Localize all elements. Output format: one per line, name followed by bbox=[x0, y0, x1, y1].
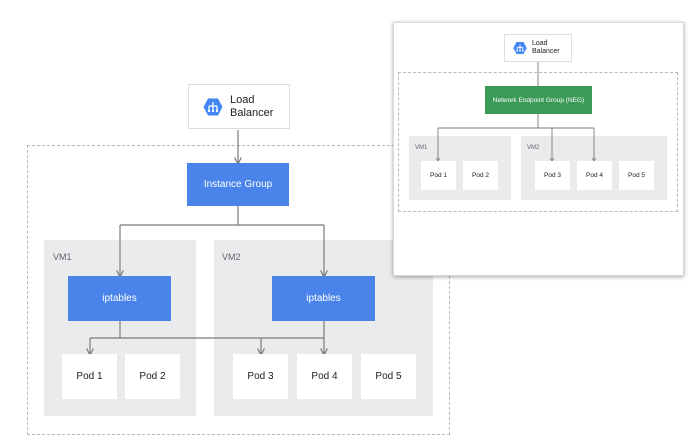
right-pod-5: Pod 5 bbox=[619, 161, 654, 190]
left-vm1-iptables: iptables bbox=[68, 276, 171, 321]
right-vm1-label: VM1 bbox=[415, 145, 428, 151]
left-pod-5: Pod 5 bbox=[361, 354, 416, 399]
left-vm2-iptables: iptables bbox=[272, 276, 375, 321]
left-vm1-label: VM1 bbox=[53, 252, 72, 262]
right-pod-3: Pod 3 bbox=[535, 161, 570, 190]
left-pod-1: Pod 1 bbox=[62, 354, 117, 399]
left-pod-4: Pod 4 bbox=[297, 354, 352, 399]
right-load-balancer: Load Balancer bbox=[504, 34, 572, 62]
instance-group: Instance Group bbox=[187, 163, 289, 206]
right-pod-4: Pod 4 bbox=[577, 161, 612, 190]
right-vm2-label: VM2 bbox=[527, 145, 540, 151]
left-load-balancer-label: Load Balancer bbox=[230, 93, 274, 119]
network-endpoint-group: Network Endpoint Group (NEG) bbox=[485, 86, 592, 114]
right-pod-1: Pod 1 bbox=[421, 161, 456, 190]
right-load-balancer-label: Load Balancer bbox=[532, 39, 560, 55]
left-pod-3: Pod 3 bbox=[233, 354, 288, 399]
right-pod-2: Pod 2 bbox=[463, 161, 498, 190]
left-vm2-label: VM2 bbox=[222, 252, 241, 262]
load-balancer-hexagon-icon bbox=[203, 98, 223, 115]
load-balancer-hexagon-icon bbox=[513, 42, 527, 54]
left-load-balancer: Load Balancer bbox=[188, 84, 290, 129]
left-pod-2: Pod 2 bbox=[125, 354, 180, 399]
